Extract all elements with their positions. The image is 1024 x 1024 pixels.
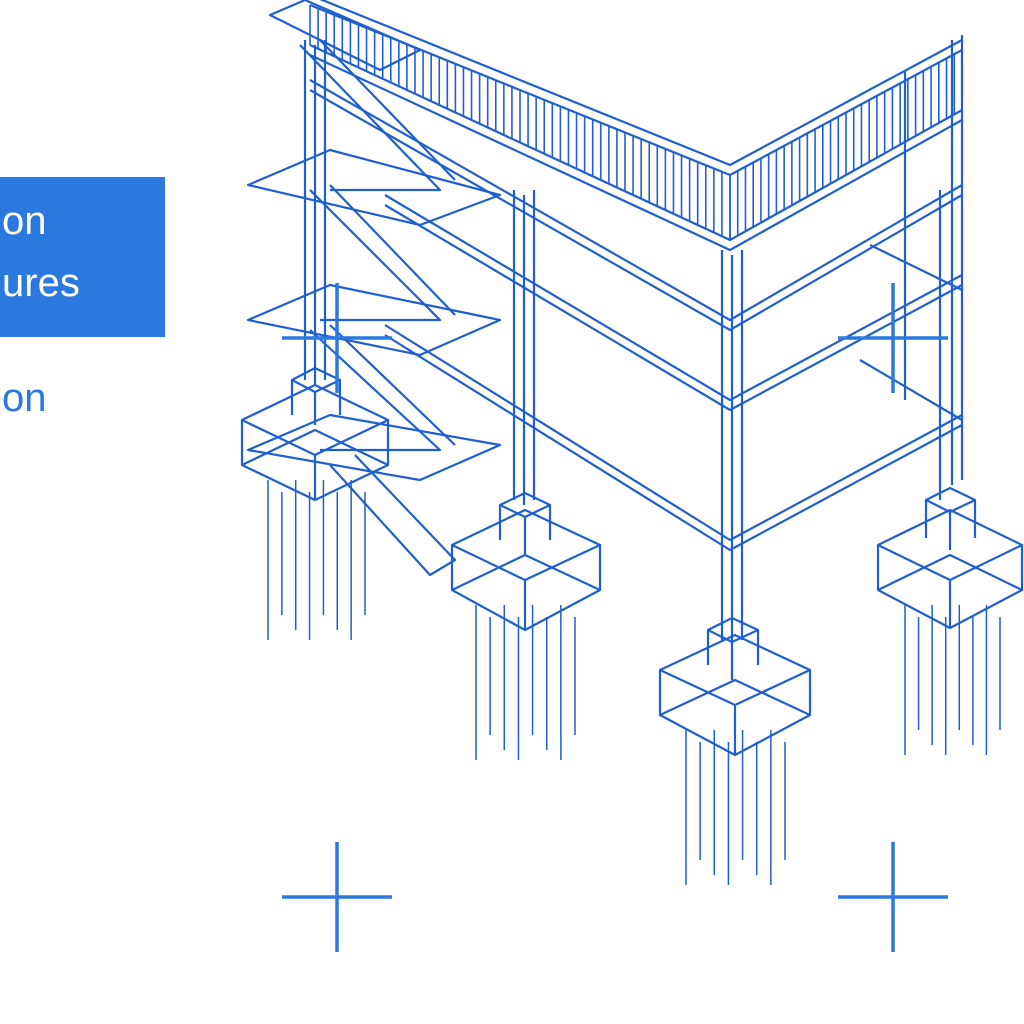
floor-beams (384, 194, 963, 552)
plus-marker-icon (838, 283, 948, 393)
footing-center (658, 616, 812, 757)
railing-bars-right (729, 50, 963, 240)
staircase (246, 0, 502, 577)
footing-right (876, 486, 1024, 630)
roof-frame (309, 0, 964, 485)
plus-marker-icon (838, 842, 948, 952)
foundation-piles (267, 480, 1001, 885)
plus-marker-icon (282, 283, 392, 393)
columns (303, 40, 942, 645)
menu-item-active-line-1: on (2, 199, 47, 243)
plus-marker-icon (282, 842, 392, 952)
railing-bars-left (309, 5, 731, 240)
menu-item-active[interactable]: on ures (0, 177, 165, 337)
footing-left (240, 366, 390, 502)
footing-center-left (450, 491, 602, 632)
menu-item-2[interactable]: on (2, 376, 47, 420)
menu-item-active-line-2: ures (2, 261, 80, 305)
